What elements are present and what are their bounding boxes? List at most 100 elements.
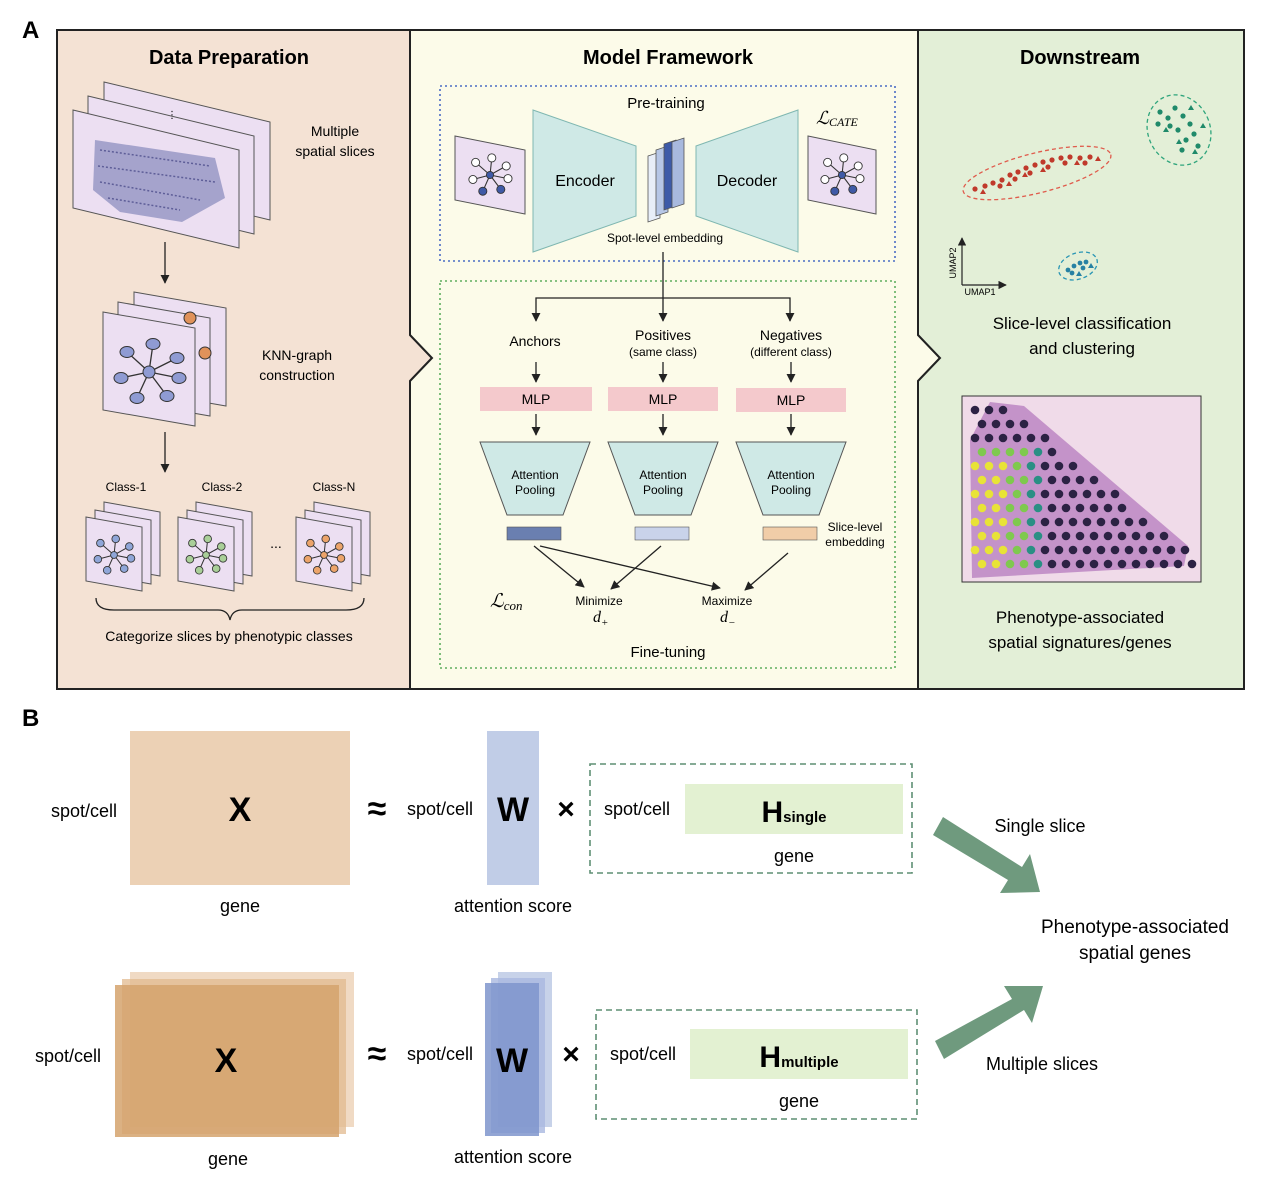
arrow-anchor-minimize [533,545,585,588]
attention-score-label: attention score [454,1147,572,1167]
w-label: W [496,1042,529,1080]
spot-dot [1005,559,1015,569]
spot-dot [1145,531,1155,541]
spot-dot [1005,419,1015,429]
spot-dot [998,489,1008,499]
h-spot-label: spot/cell [610,1044,676,1064]
spot-dot [1089,531,1099,541]
h-box [589,763,913,874]
slice-embedding-bar [634,526,690,541]
split-right [663,297,795,322]
x-spot-label: spot/cell [35,1046,101,1066]
spot-dot [1145,559,1155,569]
result-label-1: Phenotype-associated [1041,917,1229,938]
spot-dot [1103,559,1113,569]
approx-symbol: ≈ [368,1035,387,1073]
spot-dot [998,433,1008,443]
spot-dot [1040,545,1050,555]
spot-dot [1026,433,1036,443]
genes-caption-1: Phenotype-associated [996,608,1164,627]
finetuning-box [439,280,896,669]
latent-embedding [647,137,685,223]
spot-dot [1047,503,1057,513]
w-matrix [485,983,539,1136]
spot-dot [1173,559,1183,569]
pool-label-1: Attention [639,468,686,482]
spot-dot [977,503,987,513]
result-label-2: spatial genes [1079,943,1191,964]
spot-dot [1187,559,1197,569]
spot-dot [1180,545,1190,555]
spot-dot [1110,489,1120,499]
signature-dots [970,405,1197,569]
spot-dot [1138,545,1148,555]
spot-dot [1026,461,1036,471]
spot-dot [1026,545,1036,555]
spot-dot [1040,489,1050,499]
arrow-anchor-maximize [539,545,721,591]
slices-label-1: Multiple [311,123,359,139]
spot-dot [991,475,1001,485]
spot-dot [970,405,980,415]
class-1-slices [85,501,161,592]
class-ellipsis: ... [270,535,282,551]
spot-embedding-label: Spot-level embedding [607,231,723,245]
knn-graph-stack [102,291,227,427]
panel-label-b: B [22,705,39,732]
branch-negatives: Negatives (different class) MLP Attentio… [735,327,847,541]
w-matrix [487,731,539,885]
cluster-caption-2: and clustering [1029,339,1135,358]
spot-dot [977,531,987,541]
spot-dot [991,503,1001,513]
spot-dot [977,475,987,485]
spot-dot [1019,559,1029,569]
spot-dot [1075,475,1085,485]
spot-dot [1068,545,1078,555]
pool-label-1: Attention [511,468,558,482]
finetuning-label: Fine-tuning [630,644,705,661]
x-label: X [215,1042,238,1080]
attention-pooling [479,441,591,516]
pool-label-2: Pooling [515,483,555,497]
spot-dot [1012,517,1022,527]
spot-dot [1054,545,1064,555]
spot-dot [1040,517,1050,527]
spot-dot [1096,489,1106,499]
spot-dot [1075,531,1085,541]
w-spot-label: spot/cell [407,799,473,819]
spot-dot [1082,489,1092,499]
output-graph [807,135,877,215]
spot-dot [977,447,987,457]
w-label: W [497,791,530,829]
branch-anchors: Anchors MLP Attention Pooling [479,333,592,541]
knn-label-2: construction [259,367,334,383]
times-symbol: × [557,793,575,826]
spot-dot [1033,475,1043,485]
spot-dot [1047,559,1057,569]
spot-dot [991,531,1001,541]
spot-dot [1005,503,1015,513]
spatial-slices-stack: ⋮ [72,81,271,249]
arrow-multiple [935,986,1043,1059]
spot-dot [984,517,994,527]
spot-dot [1040,433,1050,443]
spot-dot [984,461,994,471]
maximize-label: Maximize [702,594,753,608]
branch-positives: Positives (same class) MLP Attention Poo… [607,327,719,541]
spot-dot [1068,461,1078,471]
approx-symbol: ≈ [368,790,387,828]
x-gene-label: gene [208,1149,248,1169]
spot-dot [1026,489,1036,499]
arrow-negative-maximize [744,552,789,591]
class-label-1: Class-1 [106,480,147,494]
spot-dot [1159,531,1169,541]
downstream-panel [917,29,1245,690]
pretraining-label: Pre-training [627,95,705,112]
h-label: Hsingle [761,796,826,829]
row-single: spot/cell X gene ≈ spot/cell W attention… [51,731,1086,916]
spot-dot [970,433,980,443]
spot-dot [1131,531,1141,541]
attention-pooling [735,441,847,516]
mlp-box [608,387,718,411]
